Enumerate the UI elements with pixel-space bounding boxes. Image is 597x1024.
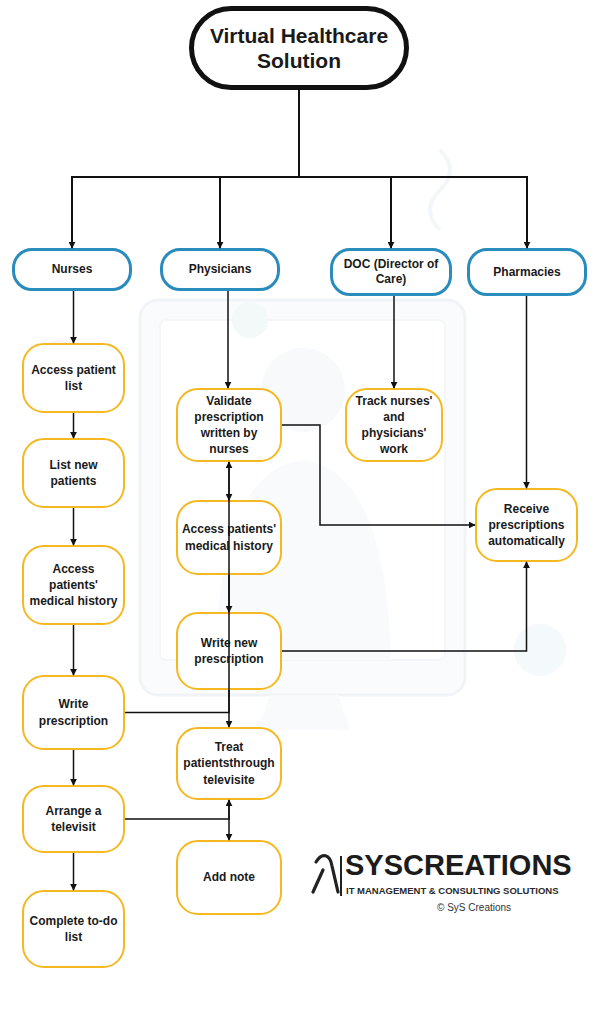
task-box: Access patients' medical history <box>22 545 125 625</box>
connector-arrow <box>228 800 230 840</box>
node-text: Complete to-do list <box>27 913 120 945</box>
node-text: Track nurses' and physicians' work <box>350 393 438 458</box>
connector-arrow <box>228 462 230 500</box>
decor-dna <box>430 150 450 230</box>
task-box: Validate prescription written by nurses <box>176 388 282 462</box>
monitor-screen <box>160 320 445 660</box>
connector-arrow <box>282 425 475 525</box>
company-name: SYSCREATIONS <box>345 851 572 880</box>
role-box: Nurses <box>12 248 132 291</box>
connector-arrow <box>299 90 391 248</box>
node-text: Access patient list <box>27 362 120 394</box>
connector-arrow <box>220 90 299 248</box>
decor-circle <box>232 302 268 338</box>
role-box: Physicians <box>160 248 280 291</box>
monitor-stand <box>258 695 350 730</box>
copyright-note: © SyS Creations <box>437 903 511 913</box>
node-text: Receive prescriptions automatically <box>480 501 573 550</box>
task-box: Receive prescriptions automatically <box>475 488 578 562</box>
connector-arrow <box>299 90 527 248</box>
logo-separator <box>340 856 342 896</box>
title-oval: Virtual Healthcare Solution <box>189 6 409 90</box>
node-text: Treat patientsthrough televisite <box>181 739 277 788</box>
connector-arrow <box>526 296 528 488</box>
node-text: Arrange a televisit <box>27 803 120 835</box>
connector-arrow <box>125 462 229 713</box>
node-text: Write prescription <box>27 696 120 728</box>
connector-arrow <box>393 296 395 388</box>
connector-arrow <box>73 625 75 675</box>
connector-arrow <box>72 90 299 248</box>
node-text: Access patients' medical history <box>27 561 120 610</box>
connector-arrow <box>73 853 75 890</box>
connector-arrow <box>227 291 229 388</box>
task-box: Add note <box>176 840 282 915</box>
connector-arrow <box>125 800 229 819</box>
logo-mark <box>313 856 338 892</box>
task-box: Write new prescription <box>176 612 282 690</box>
node-text: Access patients' medical history <box>181 521 277 553</box>
connector-arrow <box>228 575 230 612</box>
node-text: DOC (Director of Care) <box>339 257 443 287</box>
task-box: List new patients <box>22 438 125 508</box>
task-box: Access patient list <box>22 343 125 413</box>
task-box: Complete to-do list <box>22 890 125 968</box>
node-text: Virtual Healthcare Solution <box>204 23 394 73</box>
node-text: Physicians <box>189 262 252 277</box>
node-text: Write new prescription <box>181 635 277 667</box>
monitor-shape <box>140 300 465 695</box>
connector-arrow <box>73 291 75 343</box>
connector-arrow <box>73 750 75 785</box>
node-text: Pharmacies <box>493 265 560 280</box>
task-box: Write prescription <box>22 675 125 750</box>
role-box: Pharmacies <box>467 248 587 296</box>
node-text: Validate prescription written by nurses <box>181 393 277 458</box>
connector-arrow <box>73 508 75 545</box>
node-text: Nurses <box>52 262 93 277</box>
task-box: Arrange a televisit <box>22 785 125 853</box>
connector-group <box>72 90 527 890</box>
company-tagline: IT MANAGEMENT & CONSULTING SOLUTIONS <box>346 886 559 896</box>
connector-arrow <box>282 562 527 651</box>
decor-circle <box>514 624 566 676</box>
connector-arrow <box>228 690 230 727</box>
company-logo-symbol <box>313 856 341 896</box>
connector-arrow <box>73 413 75 438</box>
role-box: DOC (Director of Care) <box>330 248 452 296</box>
task-box: Access patients' medical history <box>176 500 282 575</box>
task-box: Treat patientsthrough televisite <box>176 727 282 800</box>
node-text: List new patients <box>27 457 120 489</box>
node-text: Add note <box>203 869 255 885</box>
task-box: Track nurses' and physicians' work <box>345 388 443 462</box>
